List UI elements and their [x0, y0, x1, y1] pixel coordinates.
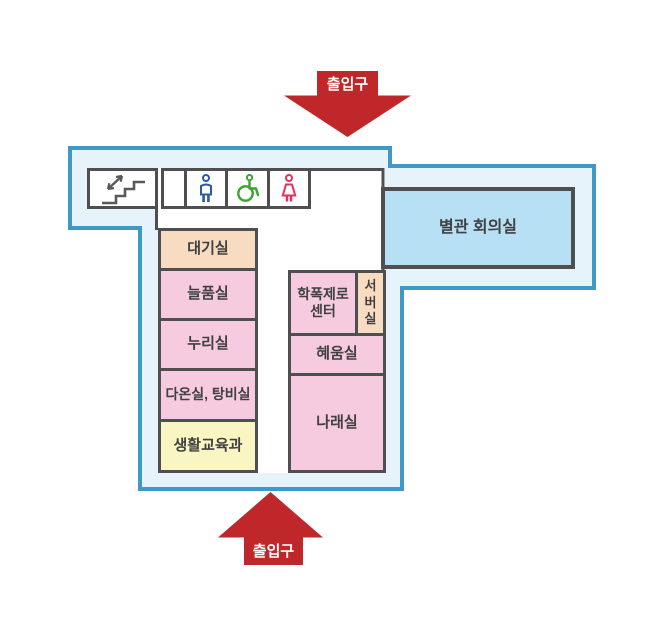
stairs-down-icon	[101, 174, 145, 204]
entrance-arrow-bottom	[218, 492, 323, 538]
room-bullying-zero-label: 학폭제로 센터	[297, 286, 349, 321]
room-daon-pantry: 다온실, 탕비실	[158, 368, 258, 422]
stairwell-box	[87, 168, 158, 209]
room-bullying-zero-center: 학폭제로 센터	[288, 270, 358, 336]
room-bullying-zero-line1: 학폭제로	[297, 285, 349, 302]
entrance-label-bottom: 출입구	[244, 536, 303, 565]
room-daon-pantry-label: 다온실, 탕비실	[165, 386, 251, 403]
room-life-education: 생활교육과	[158, 419, 258, 473]
room-neulpum-label: 늘품실	[187, 285, 229, 303]
room-server: 서버실	[355, 270, 386, 336]
entrance-label-top: 출입구	[317, 71, 378, 96]
female-icon	[281, 173, 297, 201]
room-bullying-zero-line2: 센터	[310, 303, 336, 319]
room-hyeum-label: 혜움실	[316, 345, 358, 363]
room-nuri-label: 누리실	[187, 335, 229, 353]
room-neulpum: 늘품실	[158, 268, 258, 321]
room-nuri: 누리실	[158, 318, 258, 371]
wheelchair-icon	[237, 173, 260, 202]
restroom-row	[161, 168, 311, 209]
room-annex-meeting: 별관 회의실	[381, 187, 575, 269]
restroom-men-cell	[184, 171, 225, 206]
room-server-label: 서버실	[364, 277, 377, 327]
room-narae: 나래실	[288, 373, 386, 473]
room-life-education-label: 생활교육과	[173, 436, 243, 454]
room-waiting-label: 대기실	[187, 240, 229, 258]
male-icon	[200, 173, 213, 202]
room-hyeum: 혜움실	[288, 333, 386, 376]
room-narae-label: 나래실	[316, 413, 358, 431]
restroom-empty-cell	[164, 171, 184, 206]
restroom-women-cell	[266, 171, 308, 206]
room-waiting: 대기실	[158, 228, 258, 271]
room-annex-meeting-label: 별관 회의실	[438, 219, 518, 236]
restroom-accessible-cell	[225, 171, 266, 206]
entrance-arrow-top	[284, 95, 411, 137]
